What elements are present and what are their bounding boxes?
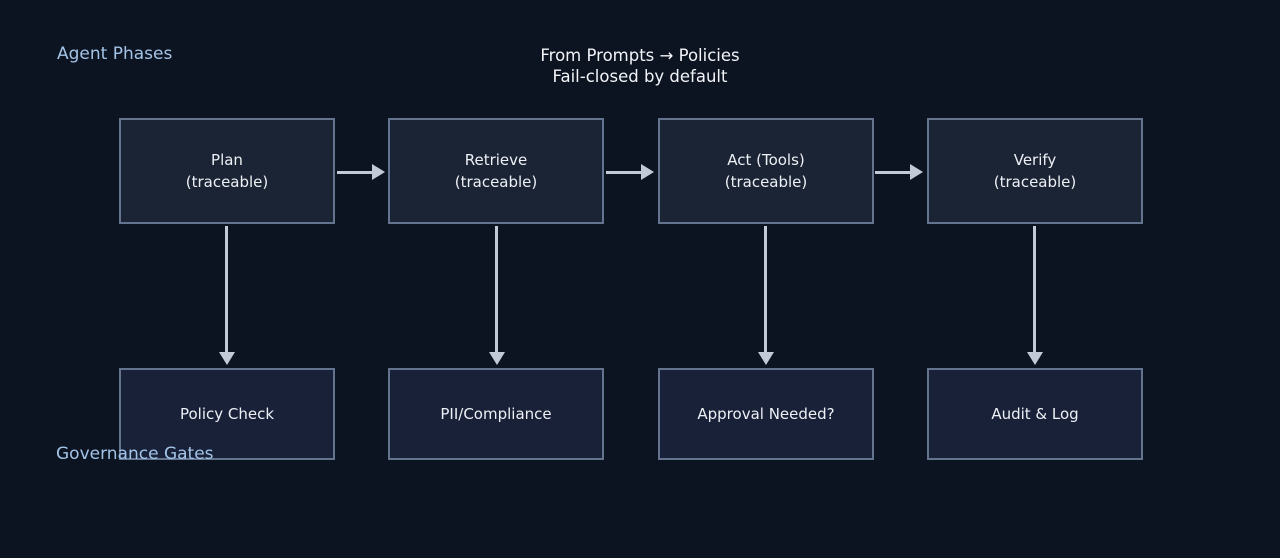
gate-box-name: PII/Compliance xyxy=(440,405,552,423)
gate-box-name: Approval Needed? xyxy=(697,405,835,423)
arrow-shaft xyxy=(1033,226,1036,352)
arrow-shaft xyxy=(225,226,228,352)
phase-box-sub: (traceable) xyxy=(454,173,538,191)
phase-box-retrieve: Retrieve (traceable) xyxy=(388,118,604,224)
flow-arrow-right-icon xyxy=(337,164,385,180)
arrow-shaft xyxy=(764,226,767,352)
arrow-head xyxy=(641,164,654,180)
agent-phases-group-label: Agent Phases xyxy=(57,44,173,64)
arrow-shaft xyxy=(606,170,641,174)
arrow-head xyxy=(372,164,385,180)
diagram-title-line1: From Prompts → Policies xyxy=(540,46,740,65)
phase-box-act-tools: Act (Tools) (traceable) xyxy=(658,118,874,224)
arrow-shaft xyxy=(337,170,372,174)
phase-box-verify: Verify (traceable) xyxy=(927,118,1143,224)
gate-box-policy-check: Policy Check xyxy=(119,368,335,460)
gate-box-pii-compliance: PII/Compliance xyxy=(388,368,604,460)
governance-gates-group-label: Governance Gates xyxy=(56,444,214,464)
phase-box-sub: (traceable) xyxy=(724,173,808,191)
gate-box-audit-log: Audit & Log xyxy=(927,368,1143,460)
diagram-title: From Prompts → Policies Fail-closed by d… xyxy=(0,45,1280,87)
gate-box-name: Audit & Log xyxy=(991,405,1079,423)
phase-box-name: Retrieve xyxy=(464,151,528,169)
phase-box-name: Act (Tools) xyxy=(727,151,805,169)
flow-arrow-right-icon xyxy=(875,164,923,180)
arrow-head xyxy=(1026,352,1043,365)
arrow-head xyxy=(910,164,923,180)
flow-arrow-down-icon xyxy=(218,226,235,365)
arrow-head xyxy=(757,352,774,365)
gate-box-name: Policy Check xyxy=(179,405,275,423)
arrow-head xyxy=(218,352,235,365)
gate-box-approval-needed: Approval Needed? xyxy=(658,368,874,460)
flow-arrow-down-icon xyxy=(1026,226,1043,365)
phase-box-sub: (traceable) xyxy=(185,173,269,191)
phase-box-name: Plan xyxy=(211,151,243,169)
flow-arrow-down-icon xyxy=(757,226,774,365)
flow-arrow-down-icon xyxy=(488,226,505,365)
diagram-title-line2: Fail-closed by default xyxy=(552,67,728,86)
flow-arrow-right-icon xyxy=(606,164,654,180)
arrow-shaft xyxy=(875,170,910,174)
arrow-shaft xyxy=(495,226,498,352)
arrow-head xyxy=(488,352,505,365)
phase-box-sub: (traceable) xyxy=(993,173,1077,191)
phase-box-plan: Plan (traceable) xyxy=(119,118,335,224)
phase-box-name: Verify xyxy=(1013,151,1057,169)
